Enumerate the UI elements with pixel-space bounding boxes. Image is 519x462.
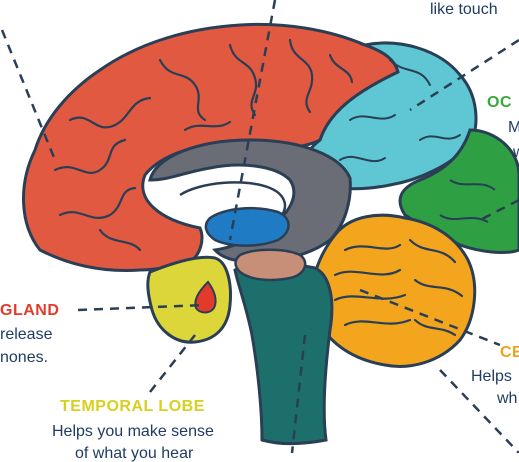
cerebellum-title: CE [500,345,519,361]
cerebellum-description-line2: wh [497,391,517,407]
hypothalamus [236,250,306,280]
temporal-description-line2: of what you hear [75,446,193,462]
occipital-title: OC [487,95,512,111]
gland-description-line1: release [0,327,52,343]
brain-stem [235,264,332,444]
thalamus [206,208,289,245]
cerebellum [312,215,475,366]
gland-description-line2: nones. [0,350,48,366]
temporal-lobe [148,257,231,342]
gland-title: GLAND [0,303,59,319]
occipital-description-line2: w [513,145,519,161]
pointer-frontal [2,30,55,160]
temporal-lobe-title: TEMPORAL LOBE [60,399,205,415]
parietal-description: like touch [430,2,498,18]
occipital-description-line1: M [508,120,519,136]
temporal-description-line1: Helps you make sense [52,424,214,440]
cerebellum-description-line1: Helps [471,369,512,385]
